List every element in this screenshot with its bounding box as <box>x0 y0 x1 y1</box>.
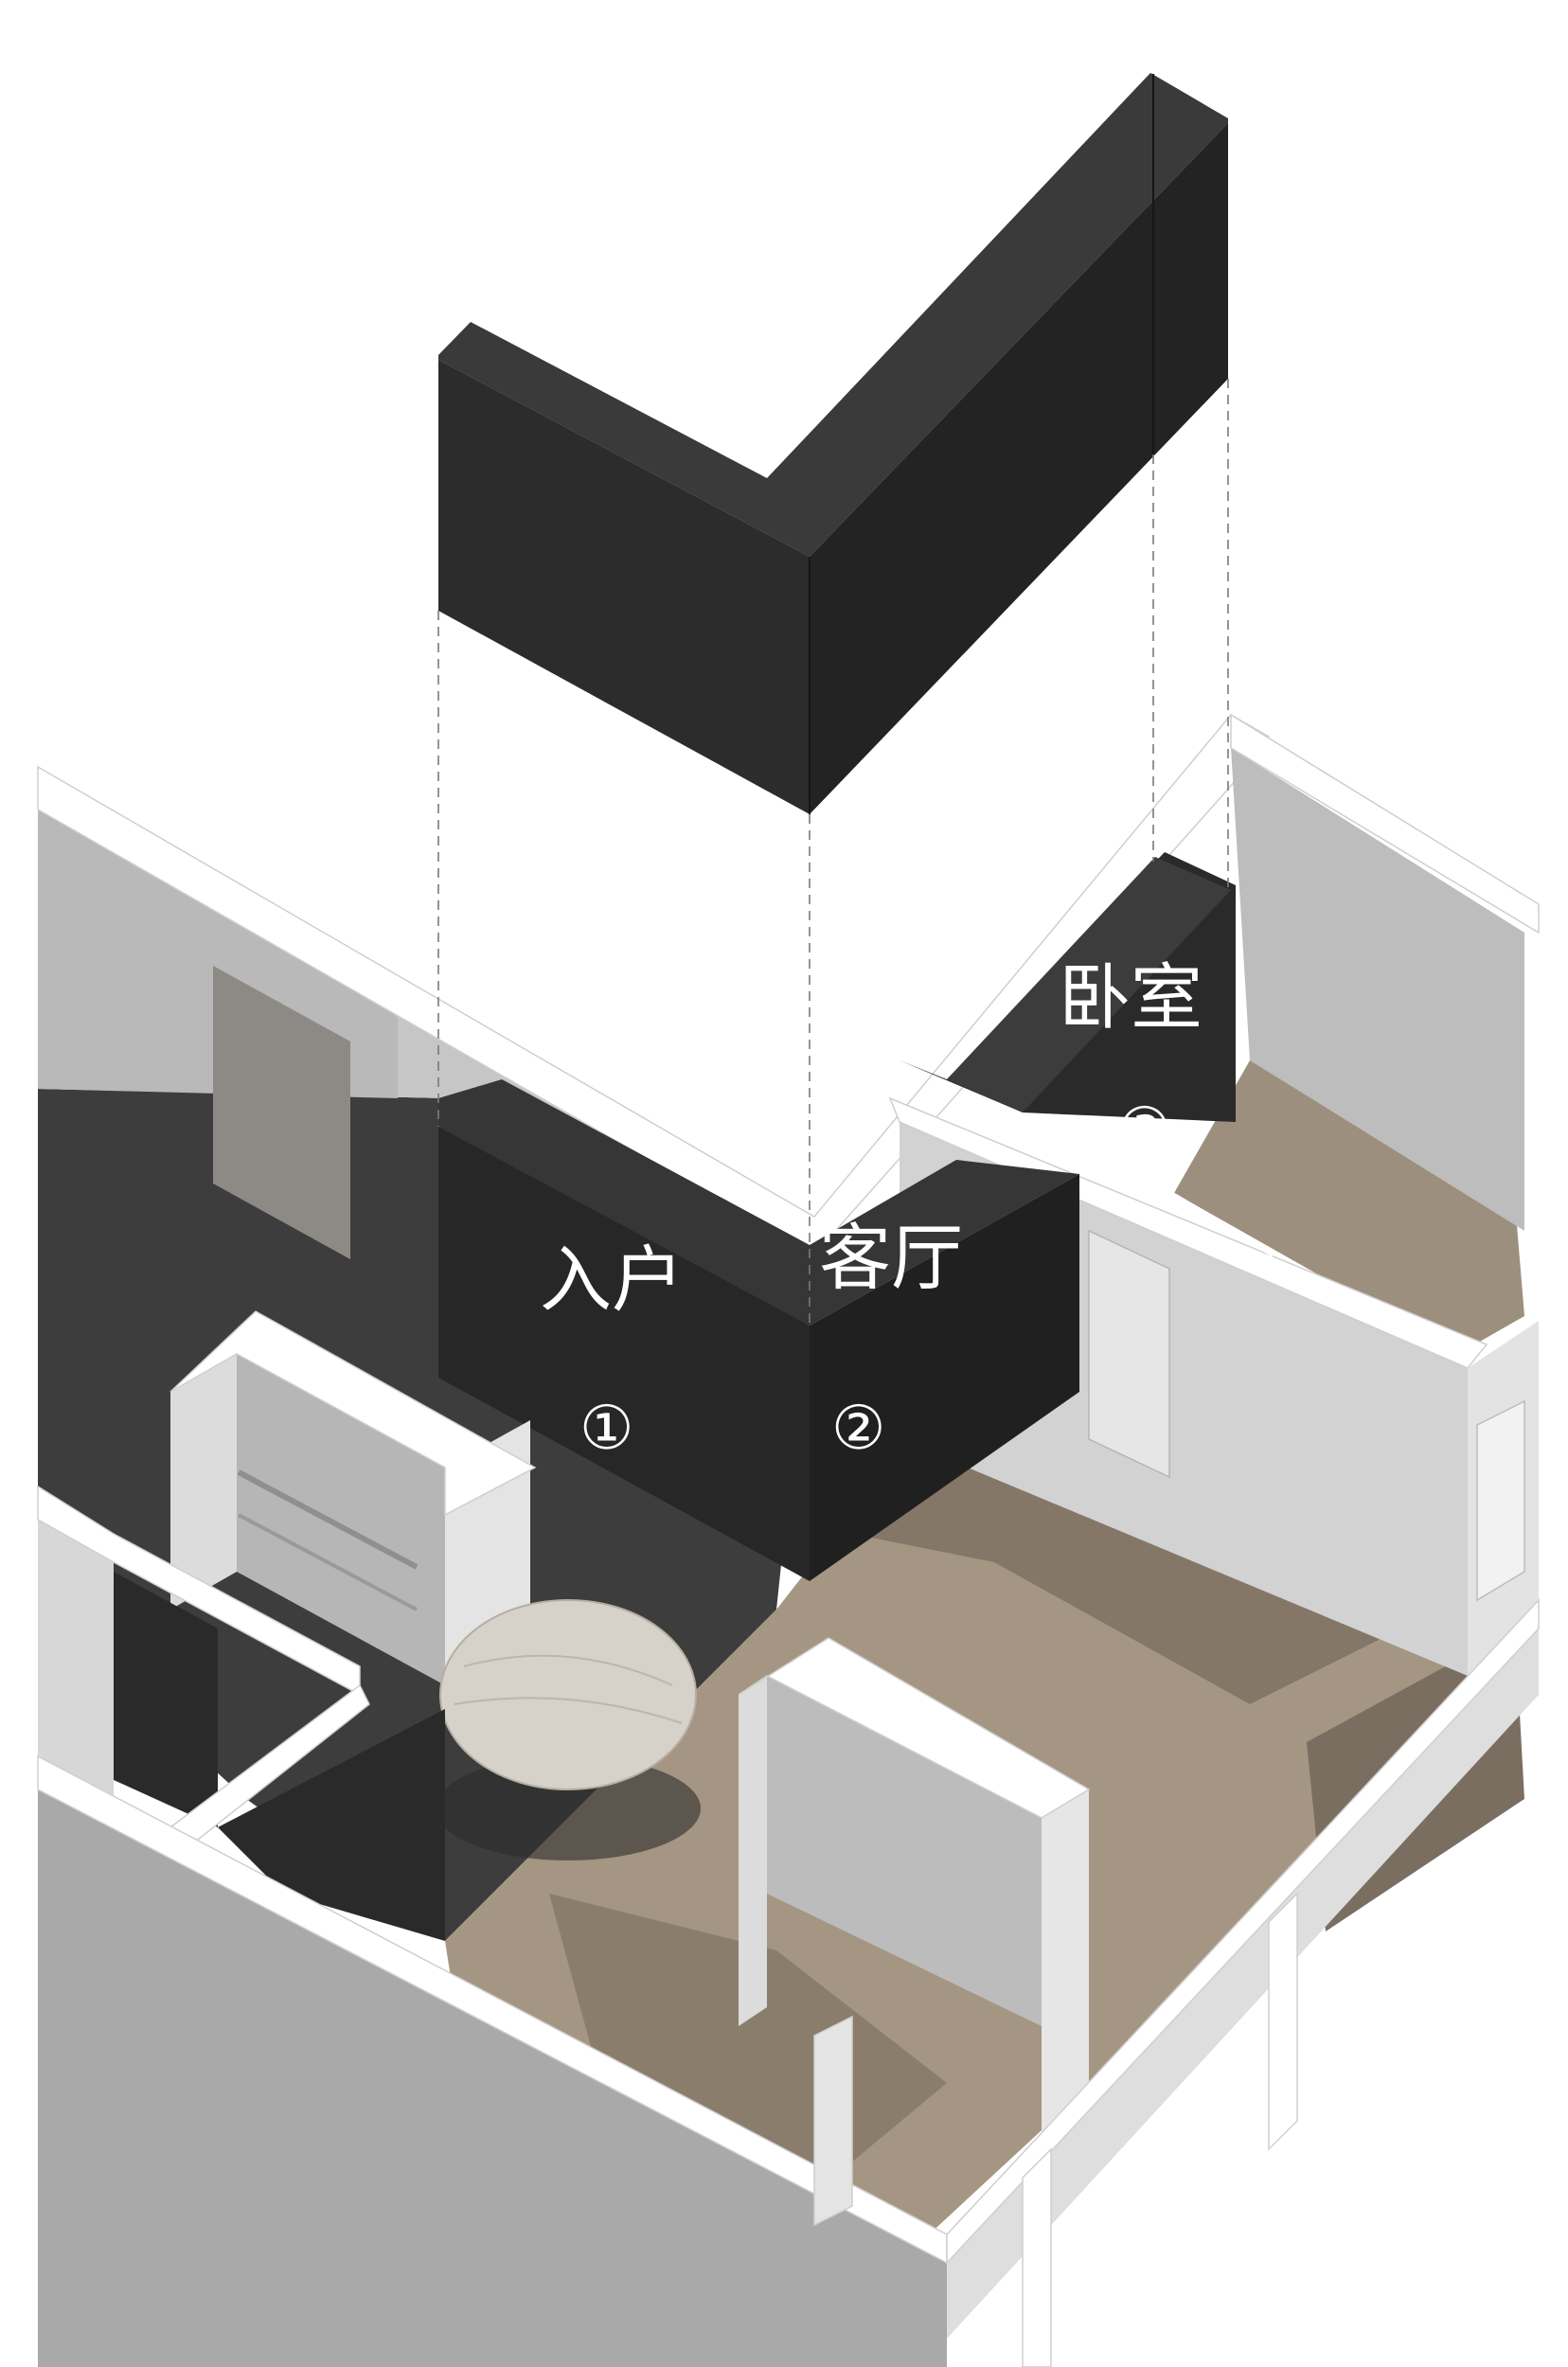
l-block-left-face <box>438 360 810 814</box>
back-wall-top <box>37 714 1271 1255</box>
shoe-cabinet-back <box>237 1354 445 1685</box>
zone-number-bedroom: ③ <box>1117 1095 1171 1166</box>
zone-number-living: ② <box>831 1394 885 1464</box>
partition-left <box>739 1676 767 2026</box>
zone-label-bedroom: 卧室 <box>1059 955 1203 1040</box>
bedroom-back-wall-top <box>1230 713 1540 934</box>
zone-label-entry: 入户 <box>540 1237 684 1322</box>
round-table <box>436 1599 701 1860</box>
cabinet-top <box>438 1079 1079 1326</box>
partition-top <box>738 1637 1091 1819</box>
l-block-top <box>438 73 1228 557</box>
exploded-l-block <box>438 73 1228 814</box>
front-right-wall-top <box>946 1598 1540 2265</box>
table-grain <box>454 1654 683 1724</box>
bedroom-back-wall <box>1231 748 1524 1231</box>
window-mullion <box>1268 1892 1298 2151</box>
back-wall-door <box>213 966 350 1259</box>
living-partition <box>738 1637 1091 2187</box>
partition-back <box>767 1676 1042 2026</box>
zone-label-living: 客厅 <box>819 1216 963 1300</box>
walls-front <box>37 1598 1540 2367</box>
window-mullion <box>1022 2147 1052 2367</box>
left-room-dark <box>114 1572 218 1827</box>
cabinet-entry-face <box>438 1127 810 1581</box>
zone-number-entry: ① <box>579 1394 633 1464</box>
table-top <box>439 1599 697 1790</box>
front-left-wall-face <box>38 1789 947 2367</box>
sliding-door-track <box>1087 1143 1275 1257</box>
shoe-shelf <box>238 1513 418 1611</box>
bedroom-wardrobe-top <box>947 857 1231 1112</box>
bedroom-door <box>1088 1229 1170 1479</box>
projection-guides <box>437 379 1229 1326</box>
left-room-wall <box>38 1515 114 1799</box>
l-block-right-face <box>810 123 1228 814</box>
right-door <box>1476 1399 1525 1602</box>
entry-shoe-cabinet <box>169 1310 537 1685</box>
front-right-wall-face <box>947 1628 1539 2339</box>
cabinet-l-floor <box>438 852 1236 1581</box>
bedroom-wood-floor <box>1174 1060 1524 1354</box>
shoe-cabinet-top <box>169 1310 537 1517</box>
partition-right <box>1042 1789 1089 2187</box>
wall-pillar <box>813 2015 853 2227</box>
table-shadow <box>436 1756 701 1860</box>
shoe-shelf <box>237 1469 419 1570</box>
cabinet-living-face <box>810 1174 1079 1581</box>
shoe-cabinet-side <box>170 1354 237 1610</box>
zone-labels: 入户 ① 客厅 ② 卧室 ③ <box>540 955 1203 1464</box>
